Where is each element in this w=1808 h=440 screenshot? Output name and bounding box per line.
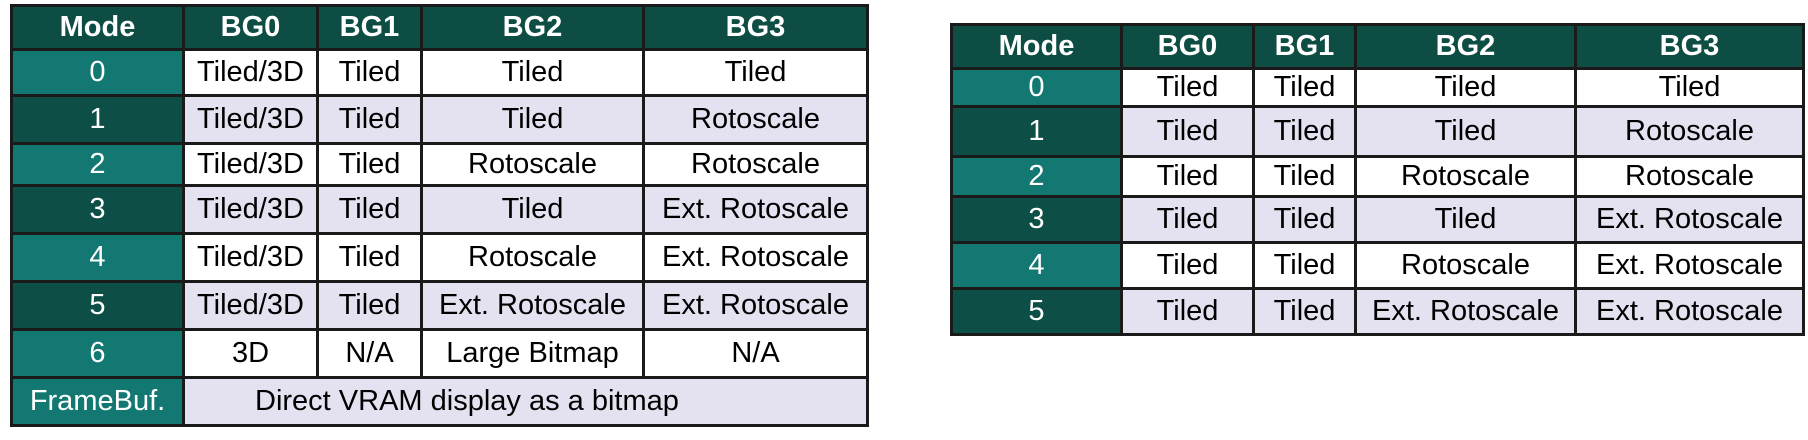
bg0-cell: Tiled/3D: [182, 48, 319, 97]
header-mode: Mode: [10, 4, 185, 51]
mode-cell: 0: [950, 67, 1123, 108]
bg3-cell: Tiled: [642, 48, 869, 97]
bg3-cell: Rotoscale: [642, 94, 869, 145]
bg2-cell: Large Bitmap: [420, 328, 645, 379]
header-bg2: BG2: [420, 4, 645, 51]
bg1-cell: Tiled: [316, 280, 423, 331]
bg2-cell: Tiled: [420, 184, 645, 235]
bg2-cell: Tiled: [1354, 105, 1577, 158]
bg3-cell: Ext. Rotoscale: [1574, 195, 1805, 244]
mode-cell: 5: [950, 287, 1123, 336]
table-row: 1 Tiled Tiled Tiled Rotoscale: [950, 105, 1805, 158]
main-engine-bg-mode-table: Mode BG0 BG1 BG2 BG3 0 Tiled/3D Tiled Ti…: [10, 4, 869, 427]
table-row: 6 3D N/A Large Bitmap N/A: [10, 328, 869, 379]
table-row: 3 Tiled/3D Tiled Tiled Ext. Rotoscale: [10, 184, 869, 235]
header-bg2: BG2: [1354, 23, 1577, 70]
bg2-cell: Tiled: [420, 94, 645, 145]
mode-cell: 4: [10, 232, 185, 283]
table-row: 1 Tiled/3D Tiled Tiled Rotoscale: [10, 94, 869, 145]
bg0-cell: Tiled/3D: [182, 232, 319, 283]
bg3-cell: Tiled: [1574, 67, 1805, 108]
header-bg3: BG3: [1574, 23, 1805, 70]
bg2-cell: Rotoscale: [1354, 155, 1577, 198]
mode-cell: 5: [10, 280, 185, 331]
table-row: 3 Tiled Tiled Tiled Ext. Rotoscale: [950, 195, 1805, 244]
table-row: 2 Tiled/3D Tiled Rotoscale Rotoscale: [10, 142, 869, 187]
table-row: 4 Tiled/3D Tiled Rotoscale Ext. Rotoscal…: [10, 232, 869, 283]
bg0-cell: Tiled/3D: [182, 94, 319, 145]
bg0-cell: Tiled: [1120, 195, 1255, 244]
mode-cell: 4: [950, 241, 1123, 290]
bg2-cell: Rotoscale: [1354, 241, 1577, 290]
bg2-cell: Tiled: [1354, 195, 1577, 244]
bg3-cell: N/A: [642, 328, 869, 379]
framebuffer-row: FrameBuf. Direct VRAM display as a bitma…: [10, 376, 869, 427]
table-row: 5 Tiled Tiled Ext. Rotoscale Ext. Rotosc…: [950, 287, 1805, 336]
bg1-cell: Tiled: [1252, 287, 1357, 336]
bg0-cell: Tiled: [1120, 287, 1255, 336]
bg3-cell: Ext. Rotoscale: [642, 184, 869, 235]
bg0-cell: Tiled: [1120, 67, 1255, 108]
mode-cell: 2: [950, 155, 1123, 198]
bg0-cell: Tiled: [1120, 105, 1255, 158]
bg0-cell: Tiled: [1120, 155, 1255, 198]
framebuffer-description: Direct VRAM display as a bitmap: [182, 376, 869, 427]
bg1-cell: Tiled: [1252, 195, 1357, 244]
bg1-cell: Tiled: [1252, 105, 1357, 158]
bg3-cell: Rotoscale: [642, 142, 869, 187]
bg0-cell: 3D: [182, 328, 319, 379]
header-mode: Mode: [950, 23, 1123, 70]
bg3-cell: Ext. Rotoscale: [1574, 241, 1805, 290]
table-header-row: Mode BG0 BG1 BG2 BG3: [950, 23, 1805, 70]
bg2-cell: Rotoscale: [420, 232, 645, 283]
bg3-cell: Ext. Rotoscale: [642, 280, 869, 331]
bg1-cell: Tiled: [316, 48, 423, 97]
header-bg0: BG0: [1120, 23, 1255, 70]
mode-cell: 1: [10, 94, 185, 145]
bg3-cell: Ext. Rotoscale: [642, 232, 869, 283]
bg0-cell: Tiled: [1120, 241, 1255, 290]
sub-engine-bg-mode-table: Mode BG0 BG1 BG2 BG3 0 Tiled Tiled Tiled…: [950, 23, 1805, 336]
bg1-cell: Tiled: [1252, 241, 1357, 290]
table-row: 0 Tiled/3D Tiled Tiled Tiled: [10, 48, 869, 97]
bg3-cell: Ext. Rotoscale: [1574, 287, 1805, 336]
bg0-cell: Tiled/3D: [182, 184, 319, 235]
mode-cell: 2: [10, 142, 185, 187]
table-row: 4 Tiled Tiled Rotoscale Ext. Rotoscale: [950, 241, 1805, 290]
header-bg1: BG1: [316, 4, 423, 51]
bg2-cell: Tiled: [420, 48, 645, 97]
bg3-cell: Rotoscale: [1574, 155, 1805, 198]
bg1-cell: Tiled: [316, 94, 423, 145]
bg1-cell: Tiled: [316, 232, 423, 283]
bg2-cell: Rotoscale: [420, 142, 645, 187]
bg3-cell: Rotoscale: [1574, 105, 1805, 158]
bg2-cell: Ext. Rotoscale: [1354, 287, 1577, 336]
table-row: 2 Tiled Tiled Rotoscale Rotoscale: [950, 155, 1805, 198]
header-bg0: BG0: [182, 4, 319, 51]
header-bg3: BG3: [642, 4, 869, 51]
mode-cell: 0: [10, 48, 185, 97]
bg1-cell: Tiled: [1252, 155, 1357, 198]
bg1-cell: N/A: [316, 328, 423, 379]
table-row: 5 Tiled/3D Tiled Ext. Rotoscale Ext. Rot…: [10, 280, 869, 331]
framebuffer-mode-cell: FrameBuf.: [10, 376, 185, 427]
bg2-cell: Tiled: [1354, 67, 1577, 108]
bg1-cell: Tiled: [316, 184, 423, 235]
mode-cell: 1: [950, 105, 1123, 158]
bg1-cell: Tiled: [1252, 67, 1357, 108]
mode-cell: 6: [10, 328, 185, 379]
mode-cell: 3: [950, 195, 1123, 244]
mode-cell: 3: [10, 184, 185, 235]
table-row: 0 Tiled Tiled Tiled Tiled: [950, 67, 1805, 108]
table-header-row: Mode BG0 BG1 BG2 BG3: [10, 4, 869, 51]
bg2-cell: Ext. Rotoscale: [420, 280, 645, 331]
bg0-cell: Tiled/3D: [182, 142, 319, 187]
header-bg1: BG1: [1252, 23, 1357, 70]
bg1-cell: Tiled: [316, 142, 423, 187]
bg0-cell: Tiled/3D: [182, 280, 319, 331]
